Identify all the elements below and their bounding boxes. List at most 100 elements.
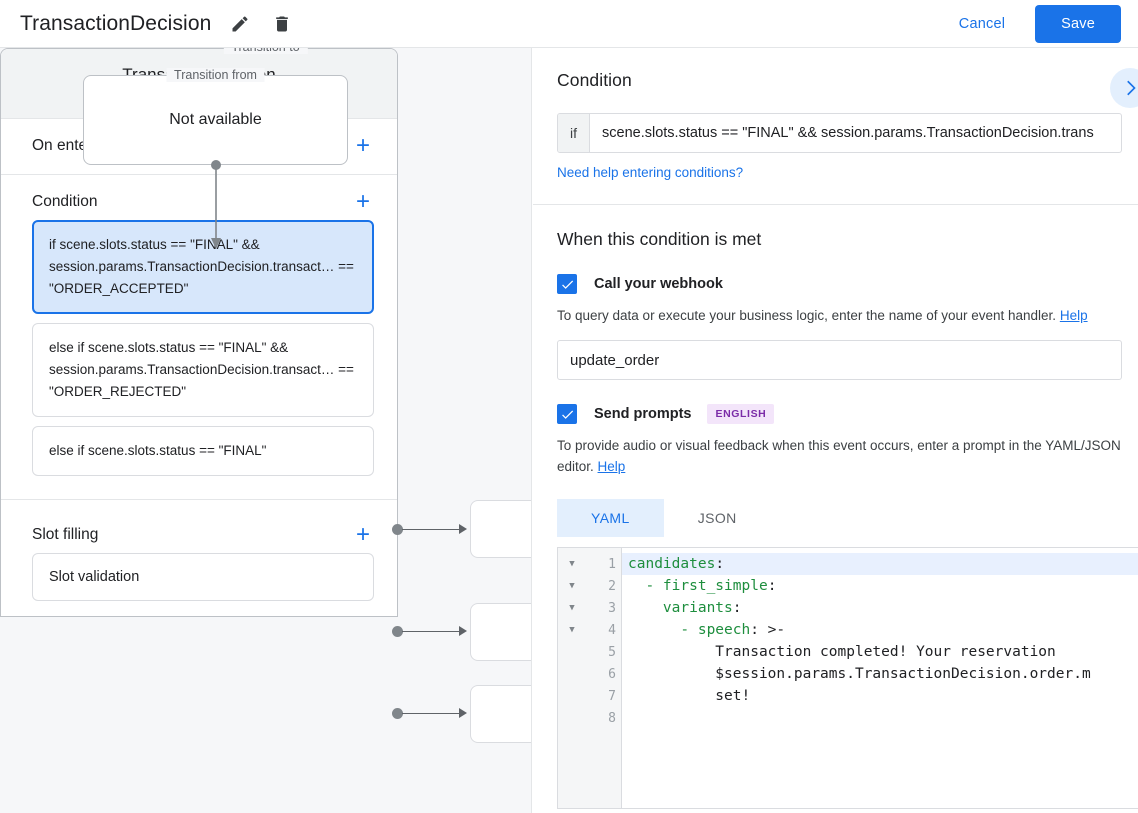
yaml-rest: :	[767, 578, 777, 594]
section-slot-filling: Slot filling +	[1, 508, 397, 548]
condition-input[interactable]	[590, 114, 1121, 152]
when-condition-heading: When this condition is met	[557, 229, 762, 249]
delete-button[interactable]	[267, 9, 297, 39]
webhook-hint: To query data or execute your business l…	[557, 305, 1122, 326]
transition-arrow	[211, 160, 221, 249]
webhook-handler-input[interactable]	[557, 340, 1122, 380]
edit-title-button[interactable]	[225, 9, 255, 39]
gutter-row: ▼4	[558, 619, 621, 641]
pencil-icon	[232, 15, 248, 31]
edge-target-node-2[interactable]	[470, 603, 531, 661]
line-number: 2	[608, 578, 616, 594]
transition-from-node[interactable]: Transition from Not available	[83, 68, 348, 165]
toolbar-actions: Cancel Save	[943, 4, 1138, 43]
need-help-link[interactable]: Need help entering conditions?	[557, 165, 744, 180]
scene-graph-canvas[interactable]: Transition from Not available Transition…	[0, 48, 532, 813]
fold-toggle-icon[interactable]: ▼	[569, 581, 575, 591]
yaml-key: - first_simple	[628, 578, 768, 594]
yaml-rest: Transaction completed! Your reservation	[628, 644, 1056, 660]
call-webhook-checkbox[interactable]	[557, 274, 577, 294]
tab-json[interactable]: JSON	[664, 499, 771, 537]
code-line	[622, 707, 1138, 729]
yaml-rest: :	[715, 556, 725, 572]
yaml-rest: : >-	[750, 622, 786, 638]
line-number: 4	[608, 622, 616, 638]
section-title-condition: Condition	[32, 193, 98, 210]
edge-arrow-2	[459, 626, 467, 636]
trash-icon	[276, 16, 289, 31]
transition-to-legend: Transition to	[223, 48, 308, 54]
prompts-hint-text: To provide audio or visual feedback when…	[557, 438, 1121, 474]
condition-section: Condition if Need help entering conditio…	[533, 48, 1138, 205]
send-prompts-label: Send prompts	[594, 406, 692, 422]
add-on-enter-button[interactable]: +	[355, 132, 370, 159]
fold-toggle-icon[interactable]: ▼	[569, 603, 575, 613]
page-title: TransactionDecision	[20, 11, 212, 35]
edge-line-1	[402, 529, 464, 530]
edge-dot-1	[392, 524, 403, 535]
send-prompts-checkbox[interactable]	[557, 404, 577, 424]
line-number: 8	[608, 710, 616, 726]
gutter-row: 5	[558, 641, 621, 663]
edge-arrow-3	[459, 708, 467, 718]
workspace: Transition from Not available Transition…	[0, 48, 1138, 813]
save-button[interactable]: Save	[1035, 4, 1121, 43]
prompts-check-row: Send prompts ENGLISH	[557, 404, 1122, 424]
condition-heading: Condition	[557, 70, 632, 90]
fold-toggle-icon[interactable]: ▼	[569, 559, 575, 569]
code-line: Transaction completed! Your reservation	[622, 641, 1138, 663]
section-title-slot-filling: Slot filling	[32, 526, 99, 543]
add-slot-filling-button[interactable]: +	[355, 521, 370, 548]
collapse-panel-button[interactable]	[1110, 68, 1138, 108]
if-prefix-label: if	[558, 114, 590, 152]
condition-card-3[interactable]: else if scene.slots.status == "FINAL"	[32, 426, 374, 476]
gutter-row: 8	[558, 707, 621, 729]
webhook-help-link[interactable]: Help	[1059, 308, 1088, 323]
line-number: 5	[608, 644, 616, 660]
tab-yaml[interactable]: YAML	[557, 499, 664, 537]
slot-validation-card[interactable]: Slot validation	[32, 553, 374, 601]
line-number: 6	[608, 666, 616, 682]
code-line: set!	[622, 685, 1138, 707]
code-line: - first_simple:	[622, 575, 1138, 597]
code-line: - speech: >-	[622, 619, 1138, 641]
edge-line-2	[402, 631, 464, 632]
code-line: variants:	[622, 597, 1138, 619]
gutter-row: ▼3	[558, 597, 621, 619]
prompts-help-link[interactable]: Help	[597, 459, 626, 474]
edge-target-node-1[interactable]	[470, 500, 531, 558]
editor-code-area[interactable]: candidates: - first_simple: variants: - …	[622, 548, 1138, 808]
edge-target-node-3[interactable]	[470, 685, 531, 743]
divider	[1, 174, 397, 175]
gutter-row: ▼2	[558, 575, 621, 597]
language-badge: ENGLISH	[707, 404, 775, 424]
check-icon	[561, 410, 573, 419]
prompts-hint: To provide audio or visual feedback when…	[557, 435, 1122, 477]
yaml-editor[interactable]: ▼1 ▼2 ▼3 ▼4 5 6 7 8 candidates: - first_…	[557, 547, 1138, 809]
webhook-hint-text: To query data or execute your business l…	[557, 308, 1057, 323]
condition-list: if scene.slots.status == "FINAL" && sess…	[1, 211, 397, 476]
detail-panel: Condition if Need help entering conditio…	[533, 48, 1138, 813]
edge-dot-2	[392, 626, 403, 637]
condition-card-1[interactable]: if scene.slots.status == "FINAL" && sess…	[32, 220, 374, 314]
transition-from-legend: Transition from	[166, 68, 265, 82]
condition-input-row[interactable]: if	[557, 113, 1122, 153]
yaml-key: variants	[628, 600, 733, 616]
section-on-enter: On enter +	[1, 119, 397, 159]
edge-dot-3	[392, 708, 403, 719]
fold-toggle-icon[interactable]: ▼	[569, 625, 575, 635]
cancel-button[interactable]: Cancel	[943, 7, 1021, 41]
edge-arrow-1	[459, 524, 467, 534]
condition-card-2[interactable]: else if scene.slots.status == "FINAL" &&…	[32, 323, 374, 417]
when-condition-met-section: When this condition is met Call your web…	[533, 205, 1138, 809]
add-condition-button[interactable]: +	[355, 188, 370, 215]
divider	[1, 499, 397, 500]
check-icon	[561, 280, 573, 289]
transition-from-value: Not available	[169, 111, 262, 128]
line-number: 3	[608, 600, 616, 616]
edge-line-3	[402, 713, 464, 714]
line-number: 1	[608, 556, 616, 572]
editor-format-tabs: YAML JSON	[557, 499, 1122, 537]
section-title-on-enter: On enter	[32, 137, 93, 154]
gutter-row: 7	[558, 685, 621, 707]
